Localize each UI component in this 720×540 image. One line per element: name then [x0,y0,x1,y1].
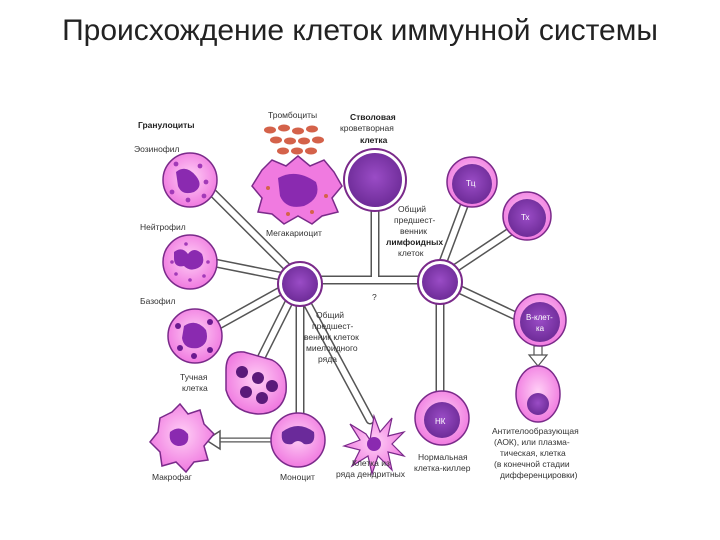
myeloid-precursor-cell [277,261,323,307]
b-cell [513,293,567,347]
label-mast-cell-2: клетка [182,383,208,393]
slide-title: Происхождение клеток иммунной системы [62,14,658,47]
label-mast-cell-1: Тучная [180,372,208,382]
label-myeloid-2: предшест- [312,321,354,331]
label-lymphoid-5: клеток [398,248,424,258]
nk-cell [414,390,470,446]
basophil [167,308,223,364]
label-stem-cell-2: кроветворная [340,123,394,133]
label-monocyte: Моноцит [280,472,315,482]
mark-th: Тх [521,213,530,222]
label-stem-cell-3: клетка [360,135,388,145]
th-cell [502,191,552,241]
mark-nk: НК [435,417,446,426]
arrow-to-macrophage [204,429,272,451]
monocyte [270,412,326,468]
neutrophil [162,234,218,290]
tc-cell [446,156,498,208]
mast-cell [225,351,287,415]
mark-tc: Тц [466,179,476,188]
platelets [264,124,324,155]
megakaryocyte [251,155,343,225]
lymphoid-precursor-cell [417,259,463,305]
label-plasma-5: дифференцировки) [500,470,578,480]
label-plasma-4: (в конечной стадии [494,459,570,469]
label-macrophage: Макрофаг [152,472,192,482]
label-lymphoid-1: Общий [398,204,426,214]
label-plasma-2: (АОК), или плазма- [494,437,570,447]
label-megakaryocyte: Мегакариоцит [266,228,322,238]
label-lymphoid-4: лимфоидных [386,237,443,247]
label-granulocytes: Гранулоциты [138,120,195,130]
label-platelets: Тромбоциты [268,110,317,120]
label-nk-2: клетка-киллер [414,463,471,473]
label-question: ? [372,292,377,302]
label-lymphoid-2: предшест- [394,215,436,225]
macrophage [148,402,216,474]
arrow-to-plasma-cell [527,345,549,367]
label-dendritic-2: ряда дендритных [336,469,406,479]
label-neutrophil: Нейтрофил [140,222,186,232]
label-myeloid-5: ряда [318,354,337,364]
label-plasma-3: тическая, клетка [500,448,566,458]
label-eosinophil: Эозинофил [134,144,180,154]
connection-lines [195,175,540,425]
mark-b-cell-2: ка [536,324,545,333]
label-stem-cell-1: Стволовая [350,112,396,122]
label-nk-1: Нормальная [418,452,468,462]
label-basophil: Базофил [140,296,175,306]
stem-cell [343,148,407,212]
mark-b-cell-1: В-клет- [526,313,553,322]
dendritic-cell [341,413,406,477]
label-myeloid-4: миелоидного [306,343,358,353]
label-dendritic-1: Клетка из [352,458,390,468]
plasma-cell [515,365,561,423]
label-myeloid-3: венник клеток [304,332,359,342]
label-plasma-1: Антителообразующая [492,426,579,436]
eosinophil [162,152,218,208]
label-lymphoid-3: венник [400,226,427,236]
label-myeloid-1: Общий [316,310,344,320]
